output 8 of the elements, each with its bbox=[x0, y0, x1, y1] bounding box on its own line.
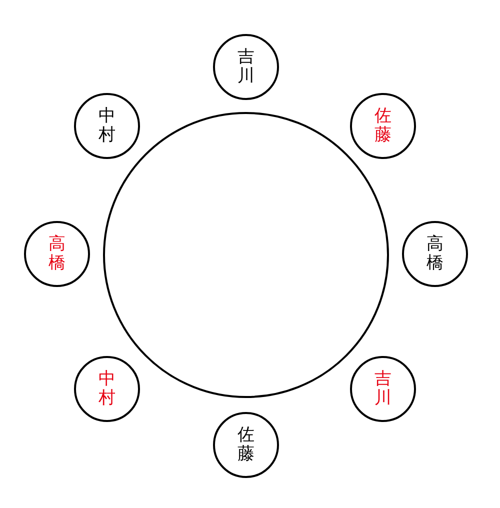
name-label: 佐藤 bbox=[374, 107, 392, 145]
name-label: 中村 bbox=[98, 370, 116, 408]
name-label: 中村 bbox=[98, 107, 116, 145]
name-label: 高橋 bbox=[426, 235, 444, 273]
name-label: 高橋 bbox=[48, 235, 66, 273]
name-label: 吉川 bbox=[374, 370, 392, 408]
name-label: 佐藤 bbox=[238, 426, 254, 464]
name-label: 吉川 bbox=[238, 48, 254, 86]
